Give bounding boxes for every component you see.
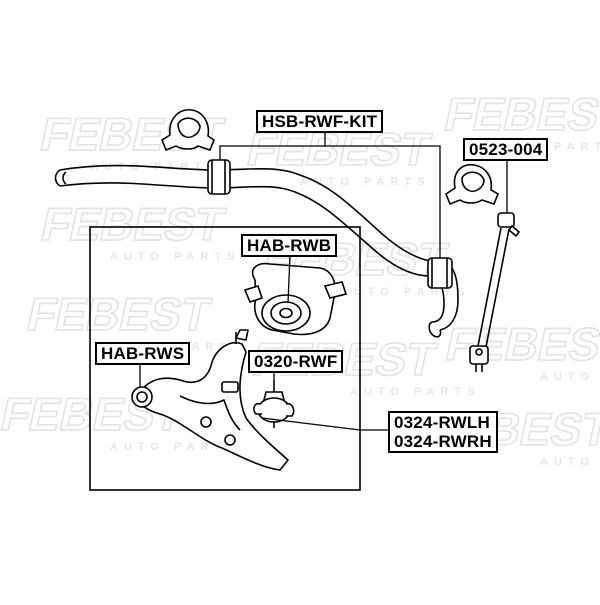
- watermark-logo: FEBEST AUTO PARTS: [36, 198, 241, 263]
- rear-bushing-part: [243, 262, 348, 336]
- svg-text:FEBEST: FEBEST: [37, 198, 229, 249]
- svg-text:FEBEST: FEBEST: [441, 318, 600, 369]
- lower-arm-frame: [89, 226, 361, 491]
- loose-bushing-right: [445, 163, 500, 206]
- callout-0523-004: 0523-004: [463, 138, 549, 161]
- svg-text:AUTO PARTS: AUTO PARTS: [350, 386, 481, 398]
- callout-0320-rwf: 0320-RWF: [248, 350, 344, 373]
- svg-text:AUTO PARTS: AUTO PARTS: [110, 441, 241, 453]
- svg-text:AUTO PARTS: AUTO PARTS: [540, 456, 600, 468]
- lower-control-arm: [131, 329, 289, 471]
- bar-bushing-left: [207, 159, 231, 195]
- watermark-logo: FEBEST AUTO PARTS: [242, 123, 436, 188]
- svg-text:AUTO PARTS: AUTO PARTS: [340, 286, 471, 298]
- svg-text:AUTO PARTS: AUTO PARTS: [300, 176, 431, 188]
- svg-text:AUTO PARTS: AUTO PARTS: [540, 371, 600, 383]
- leader-lines: [139, 130, 508, 431]
- bar-bushing-right: [427, 257, 453, 289]
- callout-hab-rws: HAB-RWS: [95, 342, 191, 365]
- callout-hsb-rwf-kit: HSB-RWF-KIT: [256, 110, 384, 133]
- callout-hab-rwb: HAB-RWB: [241, 234, 338, 257]
- svg-text:FEBEST: FEBEST: [440, 88, 600, 139]
- loose-bushing-top: [161, 109, 215, 152]
- watermark-logo: FEBEST AUTO PARTS: [441, 318, 600, 383]
- callout-0324-rwlh-rwrh: 0324-RWLH 0324-RWRH: [388, 411, 498, 453]
- ball-joint-part: [253, 380, 295, 428]
- svg-text:AUTO PARTS: AUTO PARTS: [110, 251, 241, 263]
- svg-text:FEBEST: FEBEST: [23, 288, 215, 339]
- stabilizer-link: [469, 212, 521, 372]
